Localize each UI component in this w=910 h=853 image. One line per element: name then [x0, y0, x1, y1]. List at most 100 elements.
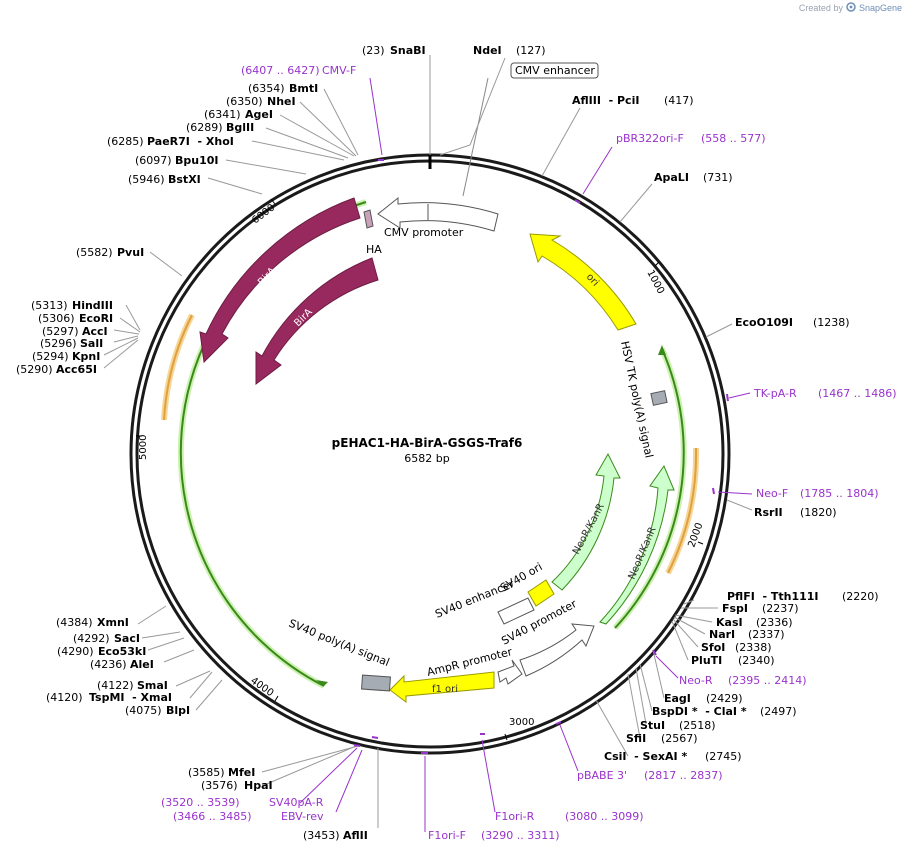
site-label-nhei[interactable]: (6350) NheI — [226, 95, 296, 108]
feature-bira-inner[interactable] — [255, 257, 379, 386]
site-label-xmni[interactable]: (4384) XmnI — [56, 616, 129, 629]
svg-text:(6407 .. 6427): (6407 .. 6427) — [241, 64, 320, 77]
primer-label-cmv-f[interactable]: (6407 .. 6427) CMV-F — [241, 64, 356, 77]
feature-bira-outer[interactable] — [199, 197, 361, 364]
feature-sv40-polya[interactable] — [361, 674, 391, 692]
site-label-fspi[interactable]: FspI (2237) — [722, 602, 799, 615]
tick-label-1000: 1000 — [644, 268, 666, 296]
svg-text:(2337): (2337) — [748, 628, 785, 641]
svg-text:HindIII: HindIII — [72, 299, 113, 312]
site-label-alei[interactable]: (4236) AleI — [90, 658, 154, 671]
site-label-paer7i-xhoi[interactable]: (6285) PaeR7I - XhoI — [107, 135, 234, 148]
feature-neor-inner[interactable] — [551, 452, 621, 591]
primer-label-neo-r[interactable]: Neo-R (2395 .. 2414) — [679, 674, 807, 687]
site-label-acc65i[interactable]: (5290) Acc65I — [16, 363, 97, 376]
site-label-blpi[interactable]: (4075) BlpI — [125, 704, 190, 717]
site-label-tspmi-xmai[interactable]: (4120) TspMI - XmaI — [46, 691, 172, 704]
site-label-hpai[interactable]: (3576) HpaI — [201, 779, 273, 792]
cmv-enhancer-box[interactable]: CMV enhancer — [462, 62, 599, 197]
feature-sv40-ori[interactable] — [527, 579, 555, 607]
svg-text:(2395 .. 2414): (2395 .. 2414) — [728, 674, 807, 687]
site-label-mfei[interactable]: (3585) MfeI — [188, 766, 255, 779]
site-label-sfii[interactable]: SfiI (2567) — [626, 732, 698, 745]
site-label-rsrii[interactable]: RsrII (1820) — [754, 506, 837, 519]
svg-text:(2745): (2745) — [705, 750, 742, 763]
site-label-bstxi[interactable]: (5946) BstXI — [128, 173, 201, 186]
feature-sv40-enhancer[interactable] — [497, 597, 535, 625]
tick-label-3000: 3000 — [509, 717, 534, 728]
svg-text:MfeI: MfeI — [228, 766, 255, 779]
feature-ha[interactable] — [363, 209, 374, 229]
svg-text:NheI: NheI — [267, 95, 296, 108]
svg-text:(3453): (3453) — [303, 829, 340, 842]
svg-text:RsrII: RsrII — [754, 506, 783, 519]
site-label-eagi[interactable]: EagI (2429) — [664, 692, 743, 705]
feature-hsv-tk-polya[interactable] — [650, 390, 668, 406]
site-label-bmti[interactable]: (6354) BmtI — [248, 82, 318, 95]
site-label-bspdi-clai[interactable]: BspDI * - ClaI * (2497) — [652, 705, 797, 718]
site-label-afliii-pcii[interactable]: AflIII - PciI (417) — [572, 94, 694, 107]
credit-prefix: Created by — [798, 3, 843, 13]
svg-text:CsiI - SexAI *: CsiI - SexAI * — [604, 750, 687, 763]
site-label-ecoo109i[interactable]: EcoO109I (1238) — [735, 316, 850, 329]
svg-text:PaeR7I - XhoI: PaeR7I - XhoI — [147, 135, 234, 148]
svg-text:SmaI: SmaI — [137, 679, 168, 692]
svg-text:Neo-F: Neo-F — [756, 487, 788, 500]
site-label-sfoi[interactable]: SfoI (2338) — [701, 641, 772, 654]
site-label-bglii[interactable]: (6289) BglII — [186, 121, 254, 134]
site-label-aflii[interactable]: (3453) AflII — [303, 829, 368, 842]
plasmid-length: 6582 bp — [404, 452, 449, 465]
feature-ori[interactable] — [529, 233, 637, 331]
site-label-snabi[interactable]: (23) SnaBI — [362, 44, 426, 57]
snapgene-logo-icon — [846, 2, 856, 14]
primer-label-sv40pa-r[interactable]: (3520 .. 3539) SV40pA-R — [161, 796, 324, 809]
site-label-nari[interactable]: NarI (2337) — [709, 628, 785, 641]
site-label-ndei[interactable]: NdeI (127) — [473, 44, 546, 57]
svg-text:(6097): (6097) — [135, 154, 172, 167]
svg-text:(5297): (5297) — [42, 325, 79, 338]
feature-sv40-promoter[interactable] — [519, 623, 595, 677]
site-label-kpni[interactable]: (5294) KpnI — [32, 350, 100, 363]
svg-text:(2817 .. 2837): (2817 .. 2837) — [644, 769, 723, 782]
site-label-agei[interactable]: (6341) AgeI — [204, 108, 273, 121]
svg-text:(6341): (6341) — [204, 108, 241, 121]
svg-text:PflFI - Tth111I: PflFI - Tth111I — [727, 590, 819, 603]
site-label-stui[interactable]: StuI (2518) — [640, 719, 716, 732]
sv40-polya-label: SV40 poly(A) signal — [287, 617, 391, 669]
site-label-smai[interactable]: (4122) SmaI — [97, 679, 168, 692]
svg-text:(1238): (1238) — [813, 316, 850, 329]
feature-neor-outer[interactable] — [599, 464, 675, 625]
svg-text:(6285): (6285) — [107, 135, 144, 148]
feature-ampr-promoter[interactable] — [497, 659, 523, 685]
site-label-hindiii[interactable]: (5313) HindIII — [31, 299, 113, 312]
site-label-acci[interactable]: (5297) AccI — [42, 325, 108, 338]
primer-label-neo-f[interactable]: Neo-F (1785 .. 1804) — [756, 487, 879, 500]
site-label-pluti[interactable]: PluTI (2340) — [691, 654, 775, 667]
svg-text:BglII: BglII — [226, 121, 254, 134]
site-label-sali[interactable]: (5296) SalI — [40, 337, 103, 350]
svg-text:(1467 .. 1486): (1467 .. 1486) — [818, 387, 897, 400]
svg-text:(5313): (5313) — [31, 299, 68, 312]
primer-label-pbr322ori-f[interactable]: pBR322ori-F (558 .. 577) — [616, 132, 766, 145]
svg-text:AgeI: AgeI — [245, 108, 273, 121]
site-label-ecori[interactable]: (5306) EcoRI — [38, 312, 113, 325]
feature-cmv-promoter[interactable] — [377, 196, 499, 232]
site-label-pvui[interactable]: (5582) PvuI — [76, 246, 144, 259]
site-label-kasi[interactable]: KasI (2336) — [716, 616, 793, 629]
svg-text:(2567): (2567) — [661, 732, 698, 745]
site-label-apali[interactable]: ApaLI (731) — [654, 171, 733, 184]
site-label-bpu10i[interactable]: (6097) Bpu10I — [135, 154, 219, 167]
site-label-csii-sexai[interactable]: CsiI - SexAI * (2745) — [604, 750, 742, 763]
site-label-saci[interactable]: (4292) SacI — [73, 632, 140, 645]
site-label-pflfi-tth111i[interactable]: PflFI - Tth111I (2220) — [727, 590, 879, 603]
svg-text:(6289): (6289) — [186, 121, 223, 134]
site-label-eco53ki[interactable]: (4290) Eco53kI — [57, 645, 146, 658]
primer-label-ebv-rev[interactable]: (3466 .. 3485) EBV-rev — [173, 810, 324, 823]
primer-label-tk-pa-r[interactable]: TK-pA-R (1467 .. 1486) — [753, 387, 897, 400]
primer-label-pbabe3[interactable]: pBABE 3' (2817 .. 2837) — [577, 769, 723, 782]
svg-text:(731): (731) — [703, 171, 733, 184]
feature-f1-ori[interactable] — [389, 671, 495, 703]
primer-label-f1ori-r[interactable]: F1ori-R (3080 .. 3099) — [495, 810, 644, 823]
primer-label-f1ori-f[interactable]: F1ori-F (3290 .. 3311) — [428, 829, 560, 842]
svg-text:(2220): (2220) — [842, 590, 879, 603]
